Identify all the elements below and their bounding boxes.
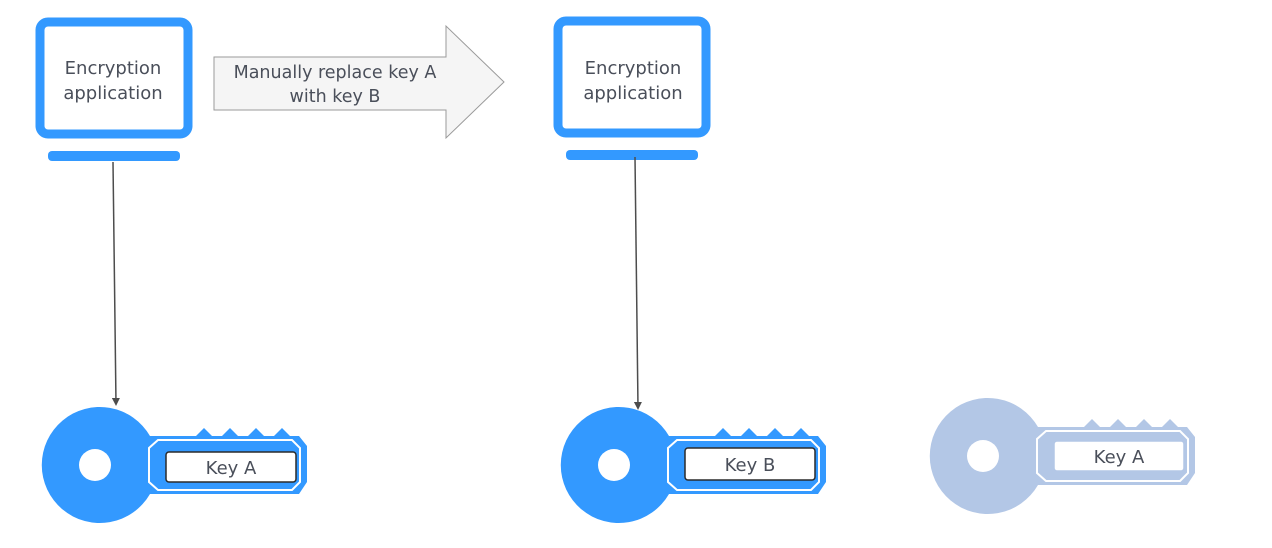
right-monitor-stand xyxy=(566,150,698,160)
key-left-hole xyxy=(79,449,111,481)
process-arrow: Manually replace key A with key B xyxy=(213,24,505,140)
key-middle-hole xyxy=(598,449,630,481)
left-app-label-line1: Encryption xyxy=(65,58,162,79)
process-arrow-shape xyxy=(213,24,505,140)
right-app-label-line2: application xyxy=(583,83,682,104)
key-middle-label: Key B xyxy=(725,455,776,476)
key-left-outline xyxy=(148,439,301,491)
right-encryption-application: Encryption application xyxy=(553,16,711,160)
key-left-label: Key A xyxy=(206,458,257,479)
left-encryption-application: Encryption application xyxy=(35,17,193,161)
middle-connector-arrow xyxy=(633,156,642,410)
right-monitor-screen xyxy=(553,16,711,138)
key-right-outline xyxy=(1036,430,1189,482)
key-middle: Key B xyxy=(560,407,826,523)
key-right-label: Key A xyxy=(1094,447,1145,468)
process-arrow-label-line1: Manually replace key A xyxy=(234,63,437,83)
left-monitor-screen xyxy=(35,17,193,139)
key-middle-label-box xyxy=(684,447,816,481)
key-right-label-box xyxy=(1053,440,1185,472)
key-middle-outline xyxy=(667,439,820,491)
key-left: Key A xyxy=(41,407,307,523)
process-arrow-label-line2: with key B xyxy=(290,87,381,107)
key-right-inactive: Key A xyxy=(929,398,1195,514)
left-connector-arrow xyxy=(111,161,120,406)
left-app-label-line2: application xyxy=(63,83,162,104)
key-right-hole xyxy=(967,440,999,472)
left-monitor-stand xyxy=(48,151,180,161)
right-app-label-line1: Encryption xyxy=(585,58,682,79)
key-left-label-box xyxy=(165,451,297,483)
